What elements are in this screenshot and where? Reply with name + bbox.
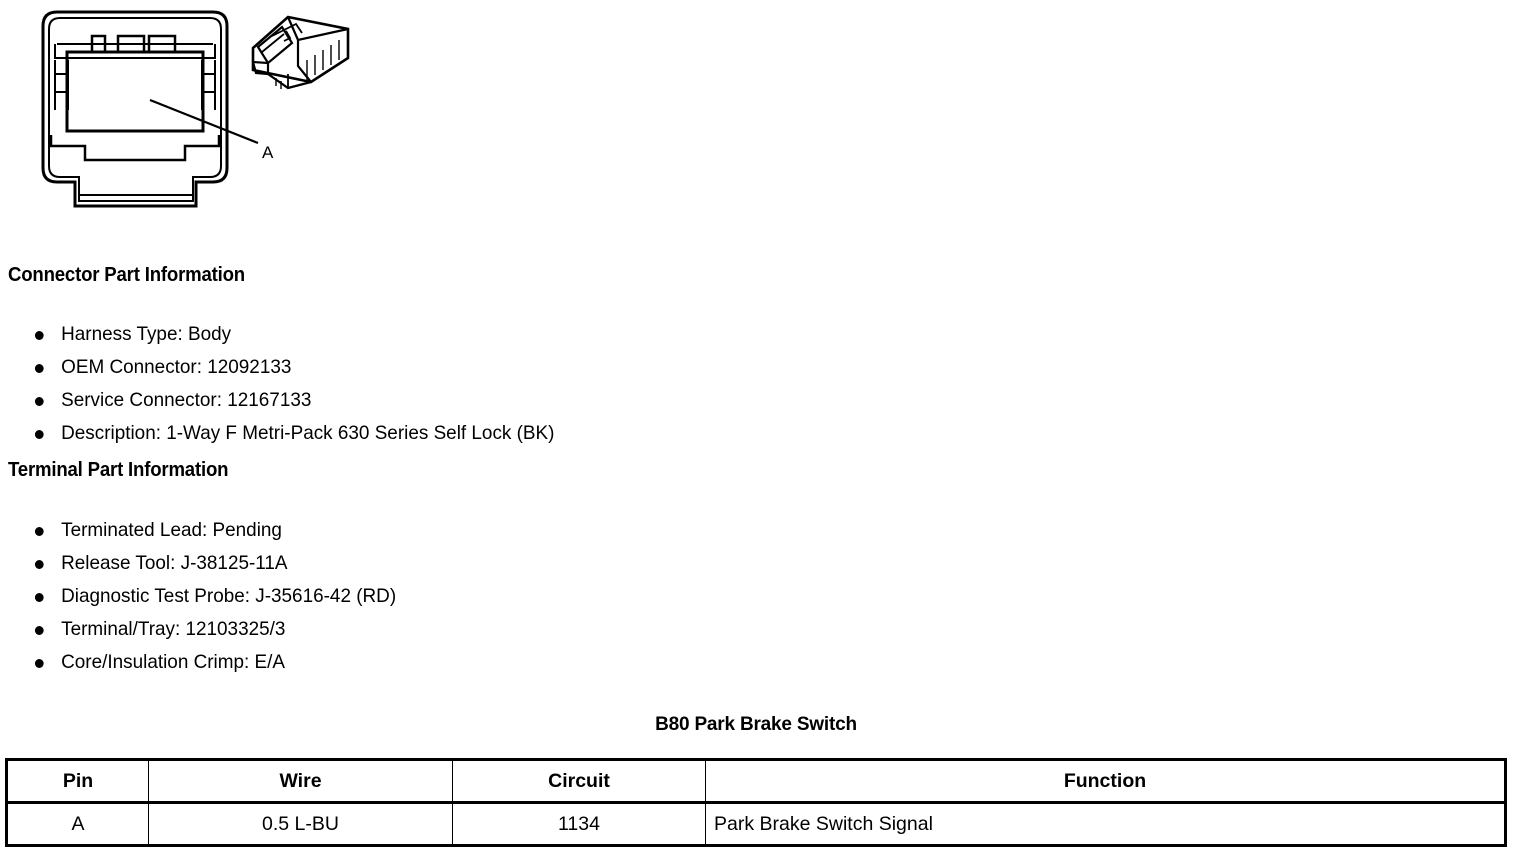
list-item: Terminal/Tray: 12103325/3 (0, 613, 396, 646)
column-header-pin: Pin (6, 759, 149, 804)
bullet-icon (34, 363, 44, 373)
list-item: OEM Connector: 12092133 (0, 351, 554, 384)
list-item-label: Service Connector: 12167133 (61, 389, 312, 411)
connector-part-information-list: Harness Type: Body OEM Connector: 120921… (0, 318, 572, 450)
column-header-function: Function (705, 759, 1506, 804)
pinout-table: Pin Wire Circuit Function A 0.5 L-BU 113… (5, 758, 1507, 847)
list-item-label: Terminated Lead: Pending (61, 519, 282, 541)
column-header-wire: Wire (148, 759, 453, 804)
bullet-icon (34, 592, 44, 602)
bullet-icon (34, 658, 44, 668)
list-item-label: Description: 1-Way F Metri-Pack 630 Seri… (61, 422, 555, 444)
list-item: Release Tool: J-38125-11A (0, 547, 396, 580)
connector-face-view (41, 10, 229, 208)
bullet-icon (34, 396, 44, 406)
bullet-icon (34, 429, 44, 439)
list-item-label: Harness Type: Body (61, 323, 232, 345)
cell-circuit: 1134 (452, 802, 706, 846)
bullet-icon (34, 625, 44, 635)
bullet-icon (34, 330, 44, 340)
cell-wire: 0.5 L-BU (148, 802, 453, 846)
callout-label-a: A (262, 143, 274, 162)
cell-pin: A (6, 802, 149, 846)
list-item: Service Connector: 12167133 (0, 384, 554, 417)
connector-illustration: A (0, 0, 400, 235)
list-item: Core/Insulation Crimp: E/A (0, 646, 396, 679)
list-item-label: Core/Insulation Crimp: E/A (61, 651, 286, 673)
pinout-table-title: B80 Park Brake Switch (655, 714, 857, 735)
table-header-row: Pin Wire Circuit Function (6, 759, 1506, 804)
terminal-part-information-list: Terminated Lead: Pending Release Tool: J… (0, 514, 408, 679)
terminal-part-information-heading: Terminal Part Information (8, 459, 229, 481)
list-item: Diagnostic Test Probe: J-35616-42 (RD) (0, 580, 396, 613)
connector-isometric-view (251, 15, 350, 90)
bullet-icon (34, 526, 44, 536)
list-item: Terminated Lead: Pending (0, 514, 396, 547)
list-item: Harness Type: Body (0, 318, 554, 351)
column-header-circuit: Circuit (452, 759, 706, 804)
list-item-label: Diagnostic Test Probe: J-35616-42 (RD) (61, 585, 397, 607)
table-row: A 0.5 L-BU 1134 Park Brake Switch Signal (6, 802, 1506, 846)
cell-function: Park Brake Switch Signal (705, 802, 1506, 846)
list-item-label: Release Tool: J-38125-11A (61, 552, 288, 574)
connector-part-information-heading: Connector Part Information (8, 264, 245, 286)
list-item: Description: 1-Way F Metri-Pack 630 Seri… (0, 417, 554, 450)
bullet-icon (34, 559, 44, 569)
list-item-label: Terminal/Tray: 12103325/3 (61, 618, 286, 640)
list-item-label: OEM Connector: 12092133 (61, 356, 292, 378)
callout-leader-line (149, 98, 259, 145)
